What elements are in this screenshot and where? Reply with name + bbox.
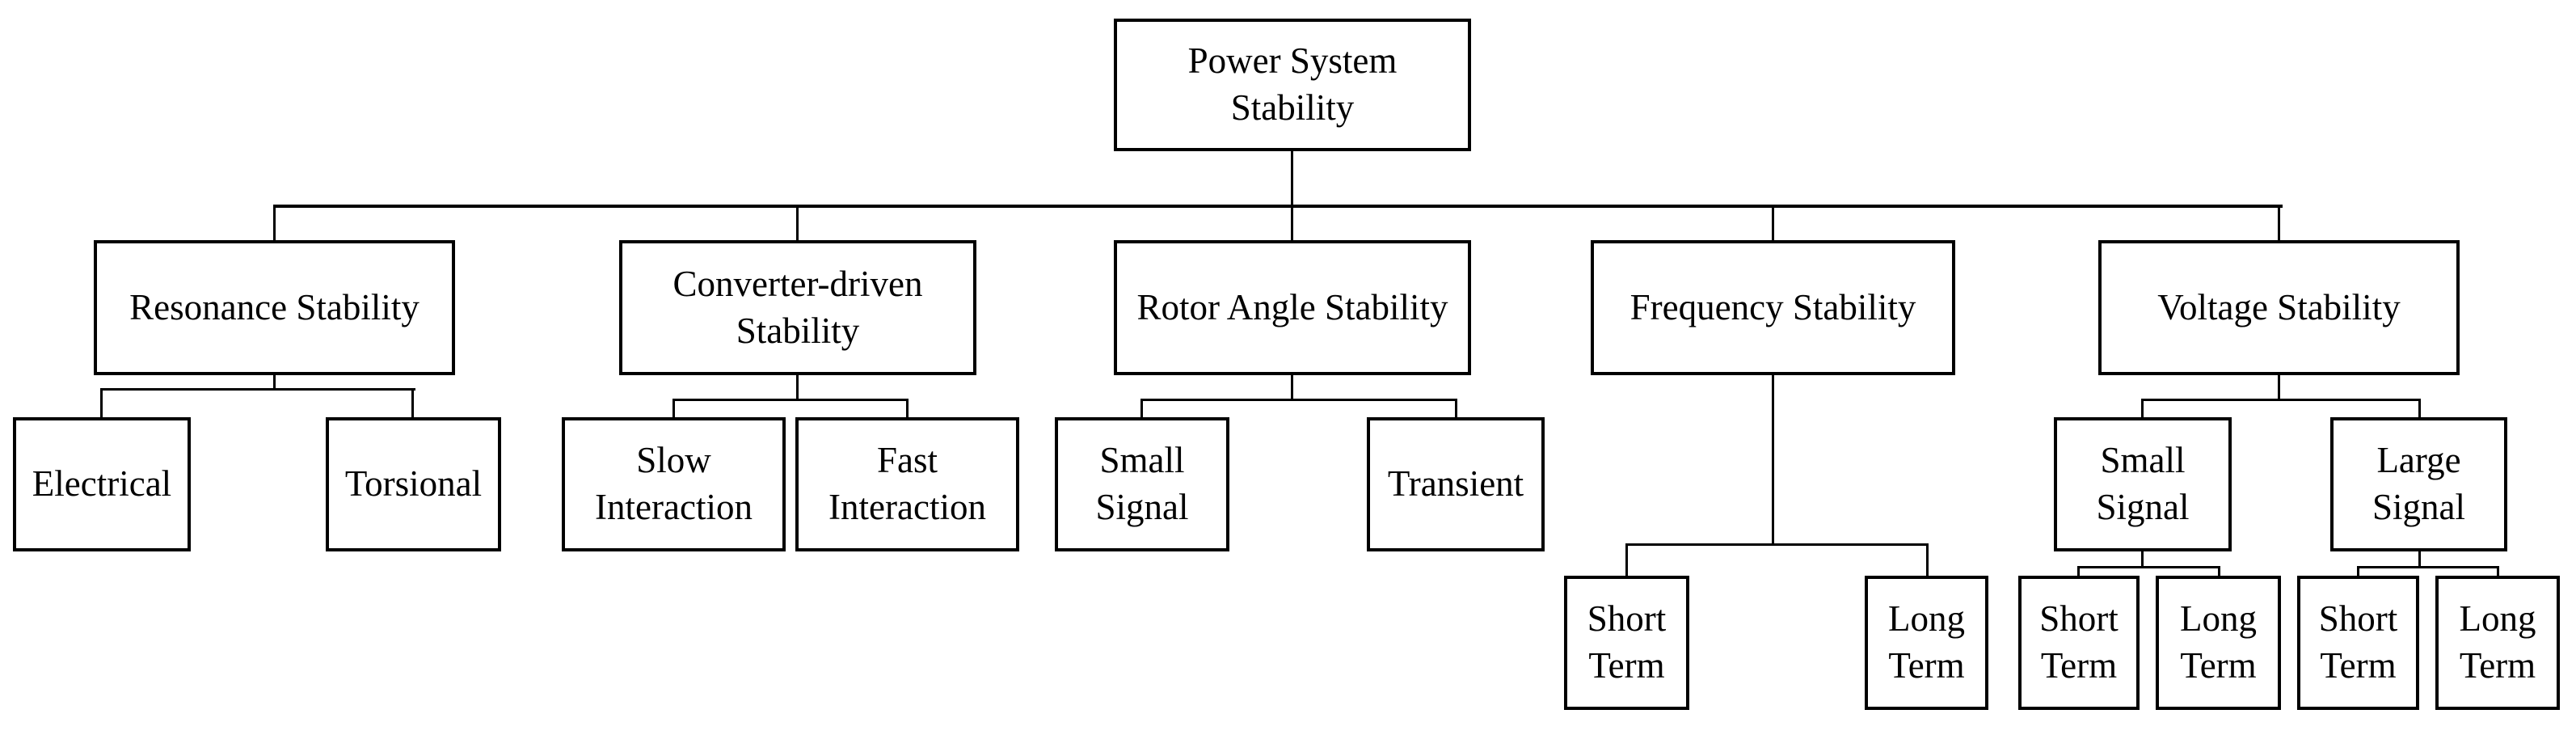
connector-vls-bus xyxy=(2357,566,2499,568)
node-vls-long-term: Long Term xyxy=(2435,576,2560,710)
connector-resonance-stub xyxy=(273,374,276,391)
connector-converter-bus xyxy=(672,399,909,401)
connector-drop-vss-long-term xyxy=(2218,566,2220,576)
connector-voltage-stub xyxy=(2278,374,2280,401)
connector-drop-slow-interaction xyxy=(672,399,675,417)
connector-voltage-bus xyxy=(2141,399,2421,401)
connector-drop-rotor xyxy=(1291,205,1293,240)
connector-frequency-bus xyxy=(1625,543,1929,546)
connector-drop-resonance xyxy=(273,205,276,240)
node-rotor-angle-stability: Rotor Angle Stability xyxy=(1114,240,1471,375)
connector-drop-voltage xyxy=(2278,205,2280,240)
connector-drop-fast-interaction xyxy=(906,399,909,417)
node-frequency-long-term: Long Term xyxy=(1865,576,1988,710)
connector-drop-frequency xyxy=(1772,205,1774,240)
node-frequency-short-term: Short Term xyxy=(1564,576,1689,710)
connector-root-drop xyxy=(1291,150,1293,208)
connector-converter-stub xyxy=(796,374,799,401)
connector-drop-rotor-small-signal xyxy=(1140,399,1143,417)
connector-drop-vls-short-term xyxy=(2357,566,2359,576)
connector-frequency-stub xyxy=(1772,374,1774,546)
node-electrical: Electrical xyxy=(13,417,191,551)
connector-drop-voltage-small-signal xyxy=(2141,399,2144,417)
connector-rotor-stub xyxy=(1291,374,1293,401)
node-voltage-large-signal: Large Signal xyxy=(2330,417,2507,551)
node-vls-short-term: Short Term xyxy=(2297,576,2419,710)
connector-rotor-bus xyxy=(1140,399,1457,401)
connector-drop-vss-short-term xyxy=(2077,566,2080,576)
connector-vls-stub xyxy=(2418,551,2421,568)
node-vss-long-term: Long Term xyxy=(2156,576,2281,710)
connector-drop-torsional xyxy=(411,388,414,417)
node-vss-short-term: Short Term xyxy=(2018,576,2140,710)
node-slow-interaction: Slow Interaction xyxy=(562,417,786,551)
connector-vss-bus xyxy=(2077,566,2220,568)
node-frequency-stability: Frequency Stability xyxy=(1591,240,1955,375)
node-transient: Transient xyxy=(1367,417,1545,551)
node-power-system-stability: Power System Stability xyxy=(1114,19,1471,151)
node-converter-driven-stability: Converter-driven Stability xyxy=(619,240,976,375)
connector-drop-frequency-long-term xyxy=(1926,543,1929,576)
connector-resonance-bus xyxy=(100,388,415,391)
connector-drop-voltage-large-signal xyxy=(2418,399,2421,417)
connector-drop-electrical xyxy=(100,388,103,417)
node-voltage-stability: Voltage Stability xyxy=(2098,240,2460,375)
connector-main-bus xyxy=(273,205,2283,208)
connector-vss-stub xyxy=(2141,551,2144,568)
connector-drop-converter xyxy=(796,205,799,240)
node-resonance-stability: Resonance Stability xyxy=(94,240,455,375)
node-fast-interaction: Fast Interaction xyxy=(795,417,1019,551)
node-voltage-small-signal: Small Signal xyxy=(2054,417,2232,551)
connector-drop-transient xyxy=(1455,399,1457,417)
node-torsional: Torsional xyxy=(326,417,501,551)
connector-drop-vls-long-term xyxy=(2497,566,2499,576)
node-rotor-small-signal: Small Signal xyxy=(1055,417,1229,551)
connector-drop-frequency-short-term xyxy=(1625,543,1628,576)
